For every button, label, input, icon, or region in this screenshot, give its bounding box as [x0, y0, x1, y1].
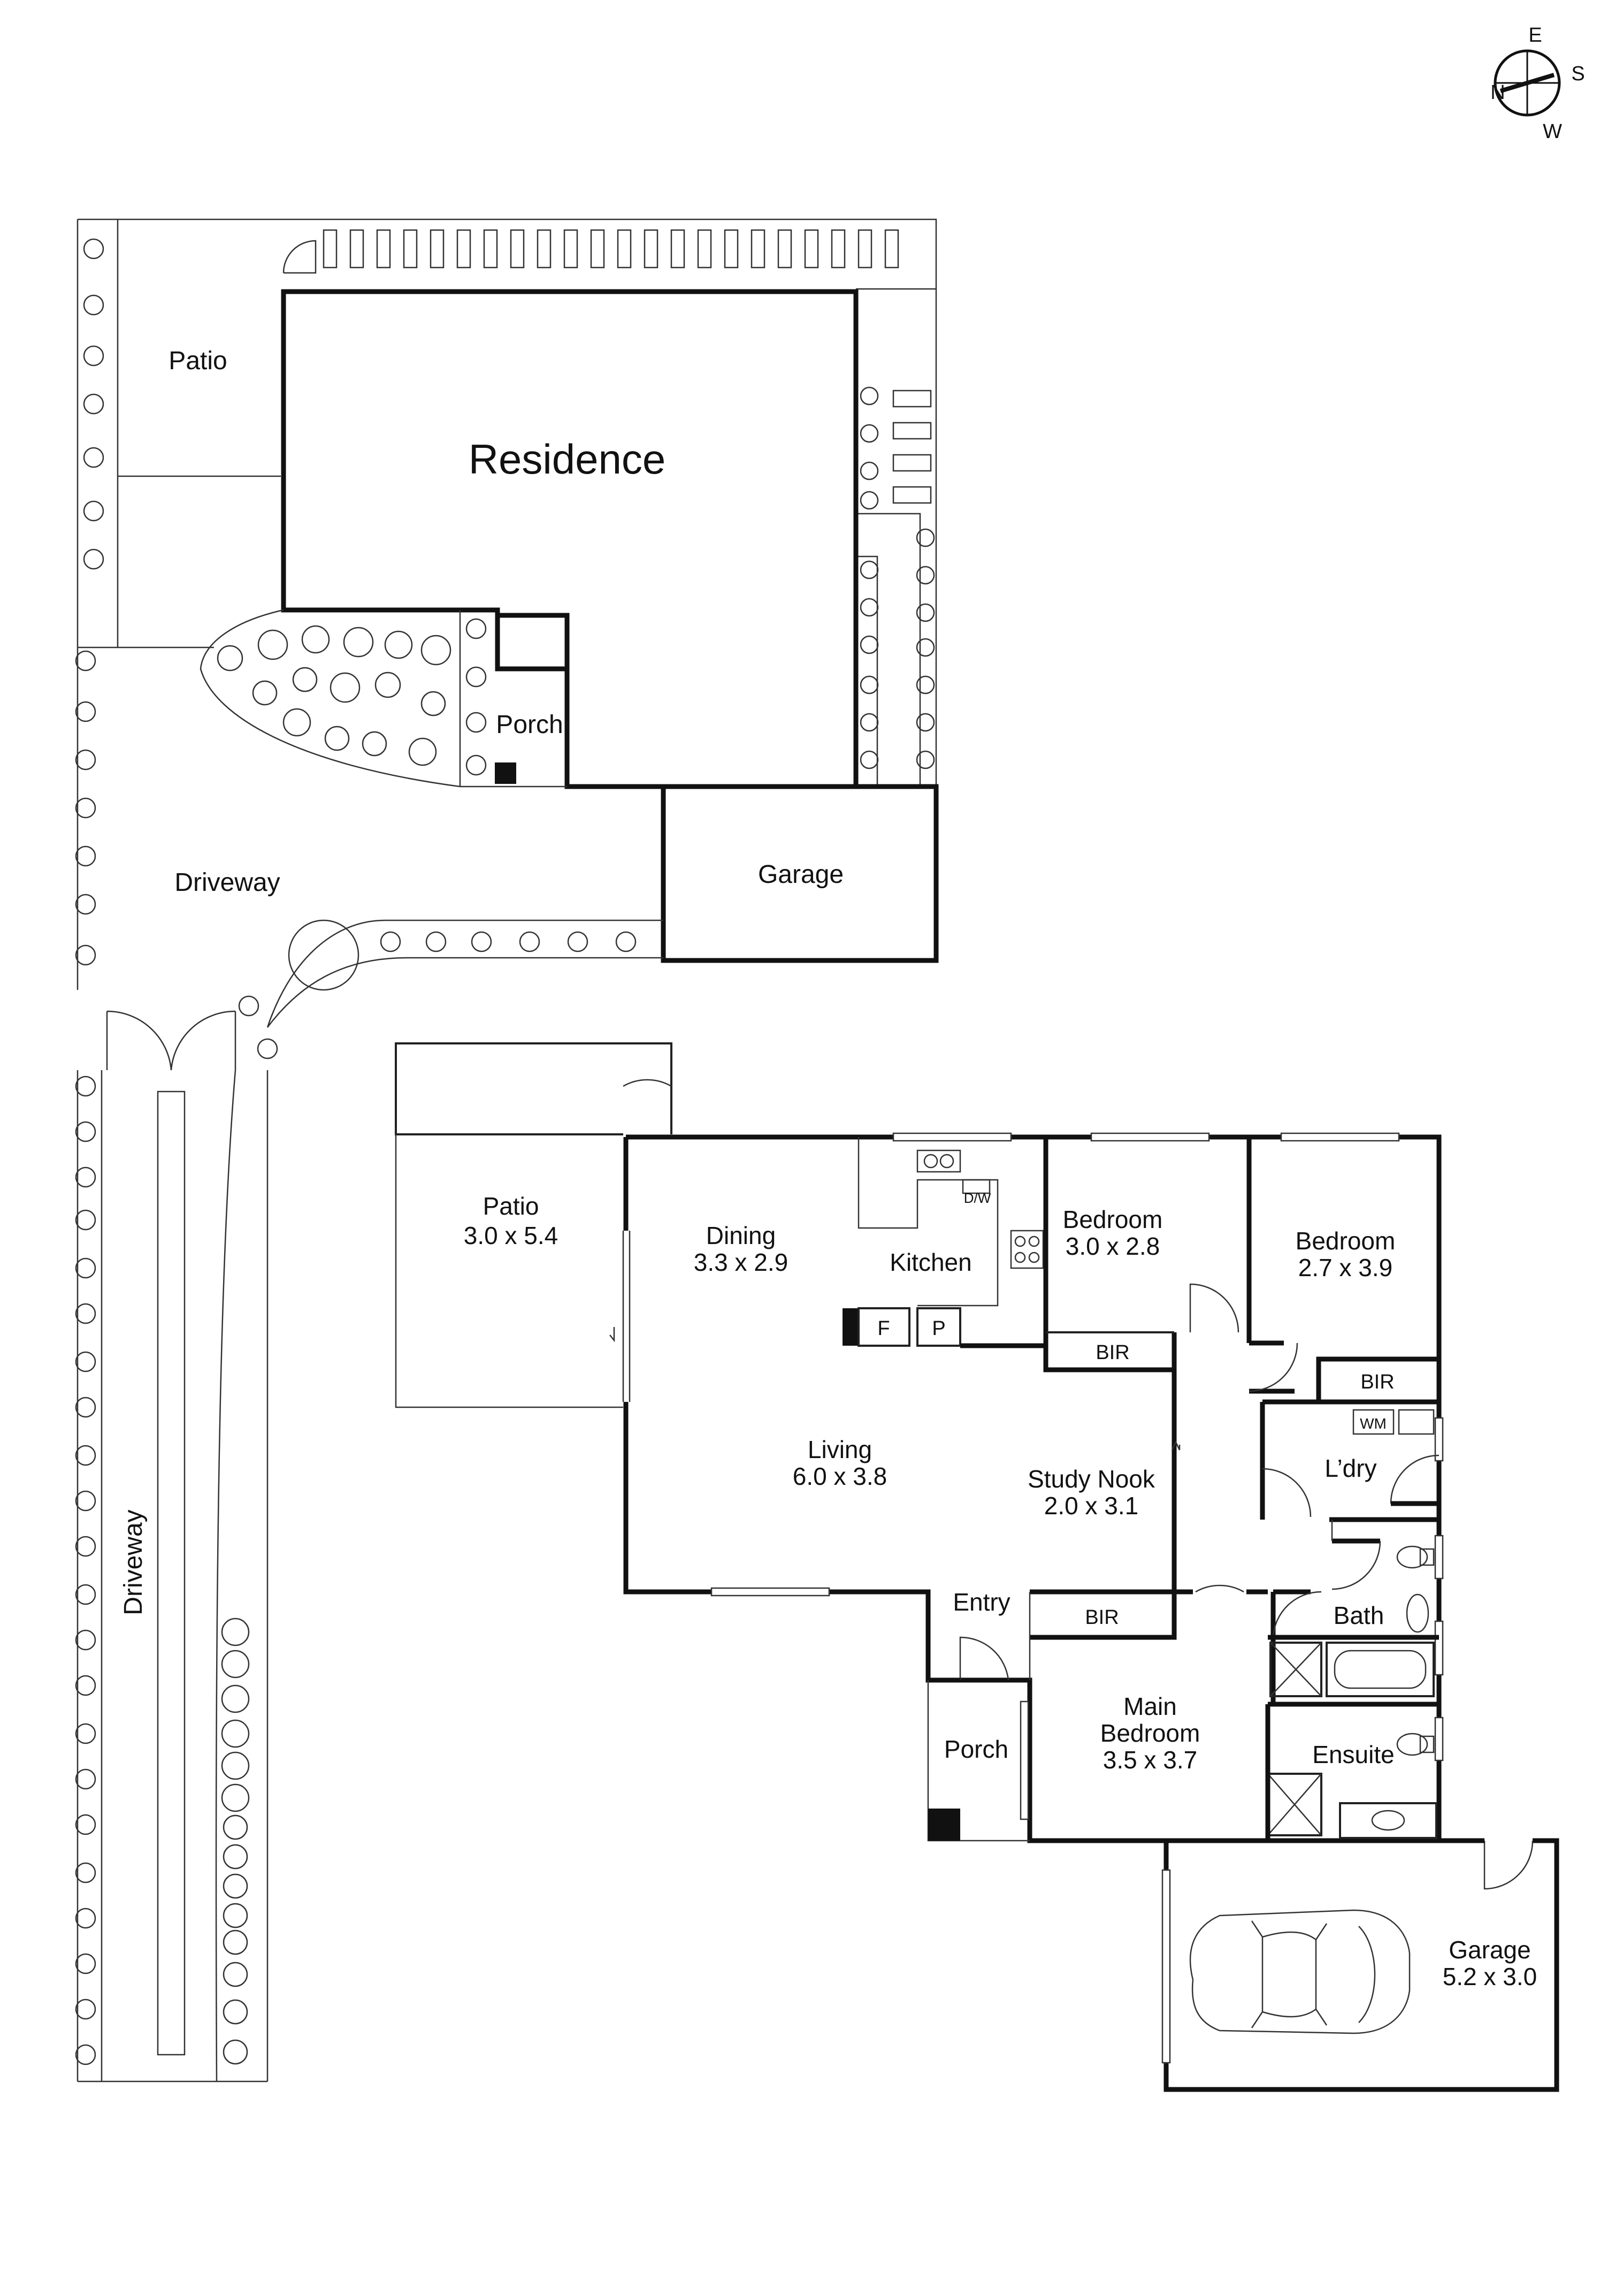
living-name: Living	[808, 1436, 872, 1463]
site-residence-label: Residence	[469, 436, 666, 483]
bedroom2-size: 3.0 x 2.8	[1066, 1232, 1160, 1260]
ensuite-label: Ensuite	[1312, 1741, 1394, 1768]
dining-name: Dining	[706, 1222, 776, 1249]
compass-rose: E S W N	[1490, 24, 1584, 143]
bedroom3-name: Bedroom	[1296, 1227, 1396, 1255]
patio-size: 3.0 x 5.4	[464, 1222, 558, 1249]
study-size: 2.0 x 3.1	[1044, 1492, 1138, 1520]
bir-bed3-label: BIR	[1360, 1371, 1394, 1393]
laundry-label: L’dry	[1325, 1454, 1376, 1482]
side-driveway-label: Driveway	[119, 1509, 148, 1615]
main-bedroom-name2: Bedroom	[1100, 1719, 1200, 1747]
kitchen-name: Kitchen	[890, 1248, 971, 1276]
pantry-label: P	[932, 1317, 945, 1340]
site-patio-label: Patio	[169, 347, 227, 375]
fence-pickets	[323, 229, 932, 504]
site-driveway-label: Driveway	[174, 868, 280, 897]
site-garage-label: Garage	[758, 860, 844, 889]
patio-name: Patio	[483, 1192, 539, 1220]
compass-w: W	[1543, 120, 1562, 143]
porch-label: Porch	[944, 1735, 1008, 1763]
site-garage	[661, 784, 939, 963]
dining-size: 3.3 x 2.9	[694, 1248, 788, 1276]
fridge-label: F	[877, 1317, 890, 1340]
bir-bed2-label: BIR	[1096, 1341, 1129, 1364]
bedroom3-size: 2.7 x 3.9	[1298, 1254, 1392, 1282]
main-bedroom-name1: Main	[1123, 1692, 1177, 1720]
garden-shrubs	[217, 625, 451, 766]
car-icon	[1189, 1909, 1411, 2034]
side-driveway: Driveway	[75, 238, 935, 2083]
main-floor-plan: Patio 3.0 x 5.4 D/W	[395, 1042, 1559, 2092]
kitchen-dw: D/W	[964, 1190, 991, 1206]
garage-name: Garage	[1449, 1936, 1530, 1964]
compass-e: E	[1528, 24, 1542, 47]
site-porch-label: Porch	[496, 711, 563, 739]
bath-label: Bath	[1334, 1601, 1384, 1629]
wm-label: WM	[1360, 1415, 1387, 1432]
hedge-left	[75, 238, 935, 2065]
study-name: Study Nook	[1028, 1465, 1155, 1493]
compass-n: N	[1490, 81, 1505, 104]
living-size: 6.0 x 3.8	[793, 1462, 887, 1490]
bedroom2-name: Bedroom	[1063, 1206, 1163, 1233]
compass-s: S	[1571, 63, 1584, 85]
site-plan: Residence Patio Porch Driveway Garage	[76, 218, 939, 1071]
entry-label: Entry	[953, 1588, 1010, 1616]
main-bedroom-size: 3.5 x 3.7	[1103, 1746, 1197, 1774]
garage-size: 5.2 x 3.0	[1443, 1963, 1537, 1990]
bir-main-label: BIR	[1085, 1606, 1119, 1629]
